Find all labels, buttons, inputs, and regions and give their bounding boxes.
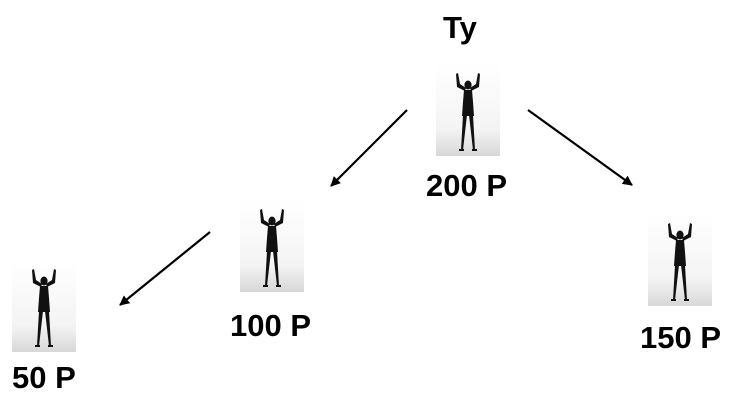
person-arms-raised-icon-root — [436, 64, 500, 156]
arrow-root-to-right — [527, 109, 633, 186]
person-arms-raised-icon-far-left — [12, 260, 76, 352]
far-left-points-label: 50 P — [12, 360, 76, 395]
root-name-label: Ty — [443, 10, 477, 45]
person-arms-raised-icon-mid-left — [240, 200, 304, 292]
right-points-label: 150 P — [640, 320, 722, 355]
mid-left-points-label: 100 P — [230, 308, 312, 343]
root-points-label: 200 P — [426, 168, 508, 203]
arrow-mid-left-to-far-left — [119, 231, 211, 306]
person-arms-raised-icon-right — [648, 214, 712, 306]
arrow-root-to-mid-left — [330, 109, 408, 187]
